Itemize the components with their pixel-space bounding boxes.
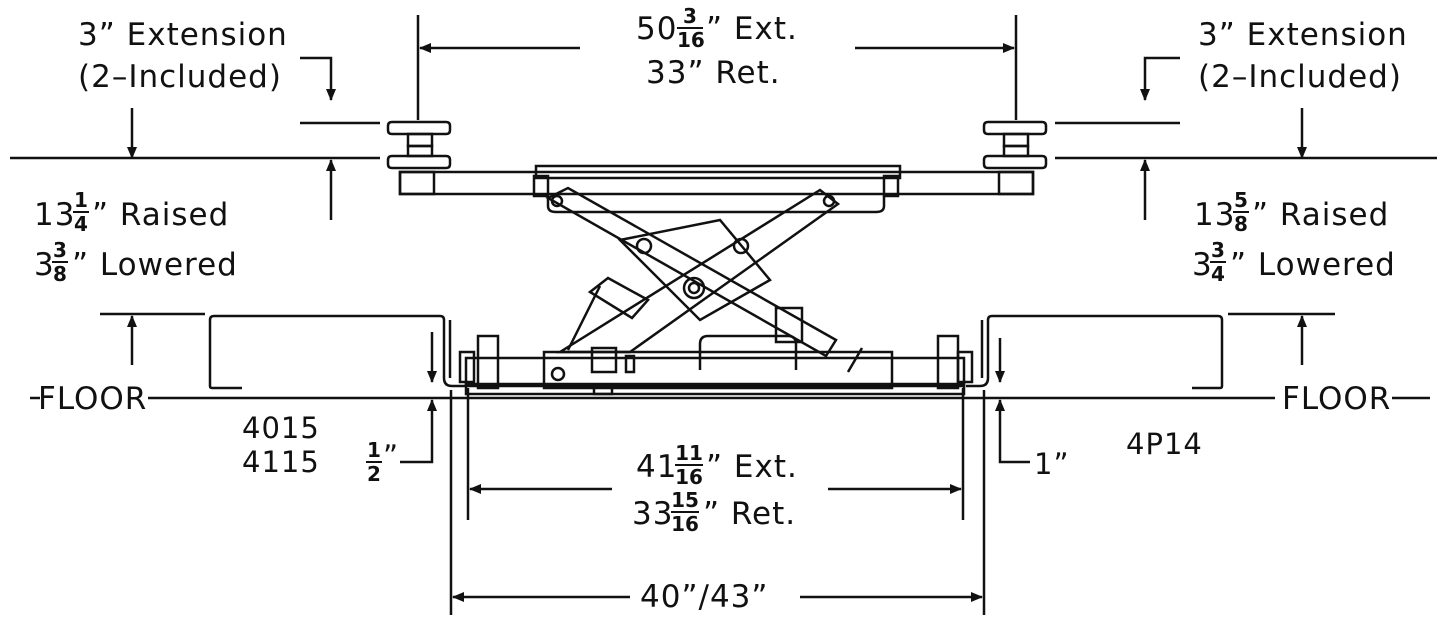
foot-left bbox=[476, 334, 500, 390]
adapter-left bbox=[386, 120, 452, 170]
ext-left-line2: (2–Included) bbox=[78, 59, 282, 95]
base-stop bbox=[592, 384, 614, 396]
top-arm bbox=[398, 170, 1035, 196]
bottom-ret-suffix: ” Ret. bbox=[703, 496, 797, 532]
cylinder-rod bbox=[566, 285, 602, 351]
scissor-arm-b bbox=[555, 188, 841, 354]
right-lowered-num: 3 bbox=[1211, 238, 1225, 262]
release-handle bbox=[698, 334, 798, 370]
adapter-right bbox=[982, 120, 1048, 170]
right-lowered-den: 4 bbox=[1211, 262, 1225, 286]
half-inch-den: 2 bbox=[367, 462, 381, 486]
left-lowered-whole: 3 bbox=[34, 247, 55, 283]
right-raised-fraction: 5 8 bbox=[1233, 190, 1249, 234]
roller-right bbox=[956, 350, 974, 384]
ext-leader-left bbox=[300, 56, 336, 101]
arm-guard bbox=[546, 196, 886, 214]
arm-end-left bbox=[398, 170, 436, 196]
base-bolt bbox=[550, 366, 566, 382]
half-inch-num: 1 bbox=[367, 438, 381, 462]
roller-left bbox=[458, 350, 476, 384]
right-lowered-fraction: 3 4 bbox=[1210, 240, 1226, 284]
right-raised-whole: 13 bbox=[1194, 197, 1236, 233]
ext-left-line1: 3” Extension bbox=[78, 17, 288, 53]
foot-right bbox=[936, 334, 960, 390]
bottom-ext-den: 16 bbox=[675, 465, 703, 489]
ext-right-line1: 3” Extension bbox=[1198, 17, 1408, 53]
right-lowered-suffix: ” Lowered bbox=[1230, 247, 1396, 283]
arm-end-right bbox=[997, 170, 1035, 196]
arm-block-left bbox=[532, 174, 550, 198]
pivot-left bbox=[635, 237, 653, 255]
right-raised-suffix: ” Raised bbox=[1252, 197, 1390, 233]
left-raised-whole: 13 bbox=[34, 197, 76, 233]
bottom-ret-fraction: 15 16 bbox=[671, 490, 699, 534]
base-tray bbox=[542, 350, 894, 390]
model-number-4115: 4115 bbox=[242, 445, 320, 479]
top-ext-whole: 50 bbox=[636, 11, 678, 47]
bottom-ext-whole: 41 bbox=[636, 449, 678, 485]
top-ext-fraction: 3 16 bbox=[677, 4, 705, 52]
top-ext-suffix: ” Ext. bbox=[706, 11, 798, 47]
top-ext-num: 3 bbox=[683, 4, 697, 28]
half-inch-suffix: ” bbox=[383, 439, 400, 473]
ext-leader-right bbox=[1140, 56, 1180, 101]
base-bottom bbox=[464, 382, 966, 396]
right-raised-den: 8 bbox=[1234, 212, 1248, 236]
base-frame bbox=[464, 356, 966, 388]
rail-right bbox=[966, 314, 1224, 390]
model-number-4p14: 4P14 bbox=[1126, 427, 1203, 461]
scissor-plate bbox=[617, 218, 772, 322]
model-number-4015: 4015 bbox=[242, 411, 320, 445]
hydraulic-cylinder bbox=[587, 276, 650, 320]
pivot-center-inner bbox=[687, 281, 701, 295]
bottom-ret-num: 15 bbox=[671, 488, 699, 512]
left-raised-num: 1 bbox=[74, 188, 88, 212]
bottom-ext-num: 11 bbox=[675, 441, 703, 465]
bottom-ext-fraction: 11 16 bbox=[675, 443, 703, 487]
pivot-top-left bbox=[550, 194, 564, 208]
half-inch-leader bbox=[400, 399, 437, 464]
pivot-center bbox=[682, 276, 706, 300]
left-lowered-suffix: ” Lowered bbox=[72, 247, 238, 283]
floor-label-right: FLOOR bbox=[1282, 381, 1392, 417]
bottom-ret-whole: 33 bbox=[632, 496, 674, 532]
left-raised-den: 4 bbox=[74, 212, 88, 236]
left-lowered-den: 8 bbox=[53, 262, 67, 286]
left-lowered-num: 3 bbox=[53, 238, 67, 262]
arm-block-right bbox=[882, 174, 900, 198]
pivot-top-right bbox=[822, 194, 836, 208]
right-raised-num: 5 bbox=[1234, 188, 1248, 212]
top-ret-label: 33” Ret. bbox=[646, 55, 781, 91]
one-inch-label: 1” bbox=[1034, 447, 1070, 481]
top-ext-den: 16 bbox=[677, 28, 705, 52]
base-block-b bbox=[624, 354, 636, 374]
pump-housing bbox=[774, 306, 804, 344]
ext-right-line2: (2–Included) bbox=[1198, 59, 1402, 95]
floor-label-left: FLOOR bbox=[38, 381, 148, 417]
left-lowered-fraction: 3 8 bbox=[52, 240, 68, 284]
scissor-arm-a bbox=[545, 186, 838, 358]
right-lowered-whole: 3 bbox=[1192, 247, 1213, 283]
overall-width-label: 40”/43” bbox=[640, 579, 769, 615]
one-inch-leader bbox=[995, 399, 1030, 464]
base-block-a bbox=[590, 346, 618, 374]
left-raised-suffix: ” Raised bbox=[92, 197, 230, 233]
release-lever bbox=[846, 347, 864, 373]
left-raised-fraction: 1 4 bbox=[73, 190, 89, 234]
top-saddle bbox=[534, 164, 902, 180]
half-inch-fraction: 1 2 bbox=[366, 440, 382, 484]
bottom-ret-den: 16 bbox=[671, 512, 699, 536]
rail-left bbox=[208, 314, 466, 390]
bottom-ext-suffix: ” Ext. bbox=[706, 449, 798, 485]
pivot-right bbox=[732, 237, 750, 255]
